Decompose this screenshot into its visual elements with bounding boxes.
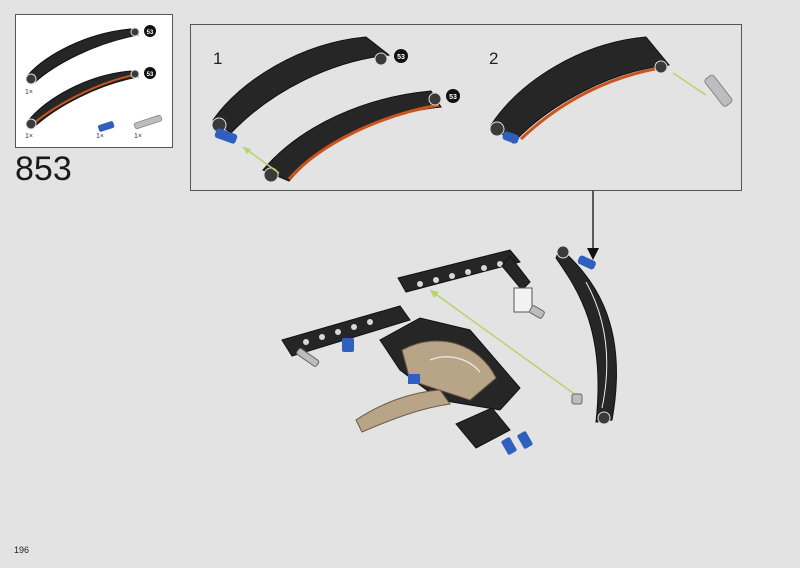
qty-label: 1× <box>96 133 104 140</box>
substep-number: 2 <box>489 49 499 68</box>
qty-label: 1× <box>25 133 33 140</box>
substep-1-illustration <box>211 36 733 183</box>
page-number: 196 <box>14 545 30 555</box>
panel-black-part <box>25 25 163 132</box>
substep-number: 1 <box>213 49 223 68</box>
step-number: 853 <box>15 150 72 188</box>
substep-box: 1 2 53 53 <box>190 24 742 191</box>
qty-label: 1× <box>134 133 142 140</box>
parts-list-box: 53 53 1× 1× 1× 1× <box>15 14 173 148</box>
qty-label: 1× <box>25 89 33 96</box>
